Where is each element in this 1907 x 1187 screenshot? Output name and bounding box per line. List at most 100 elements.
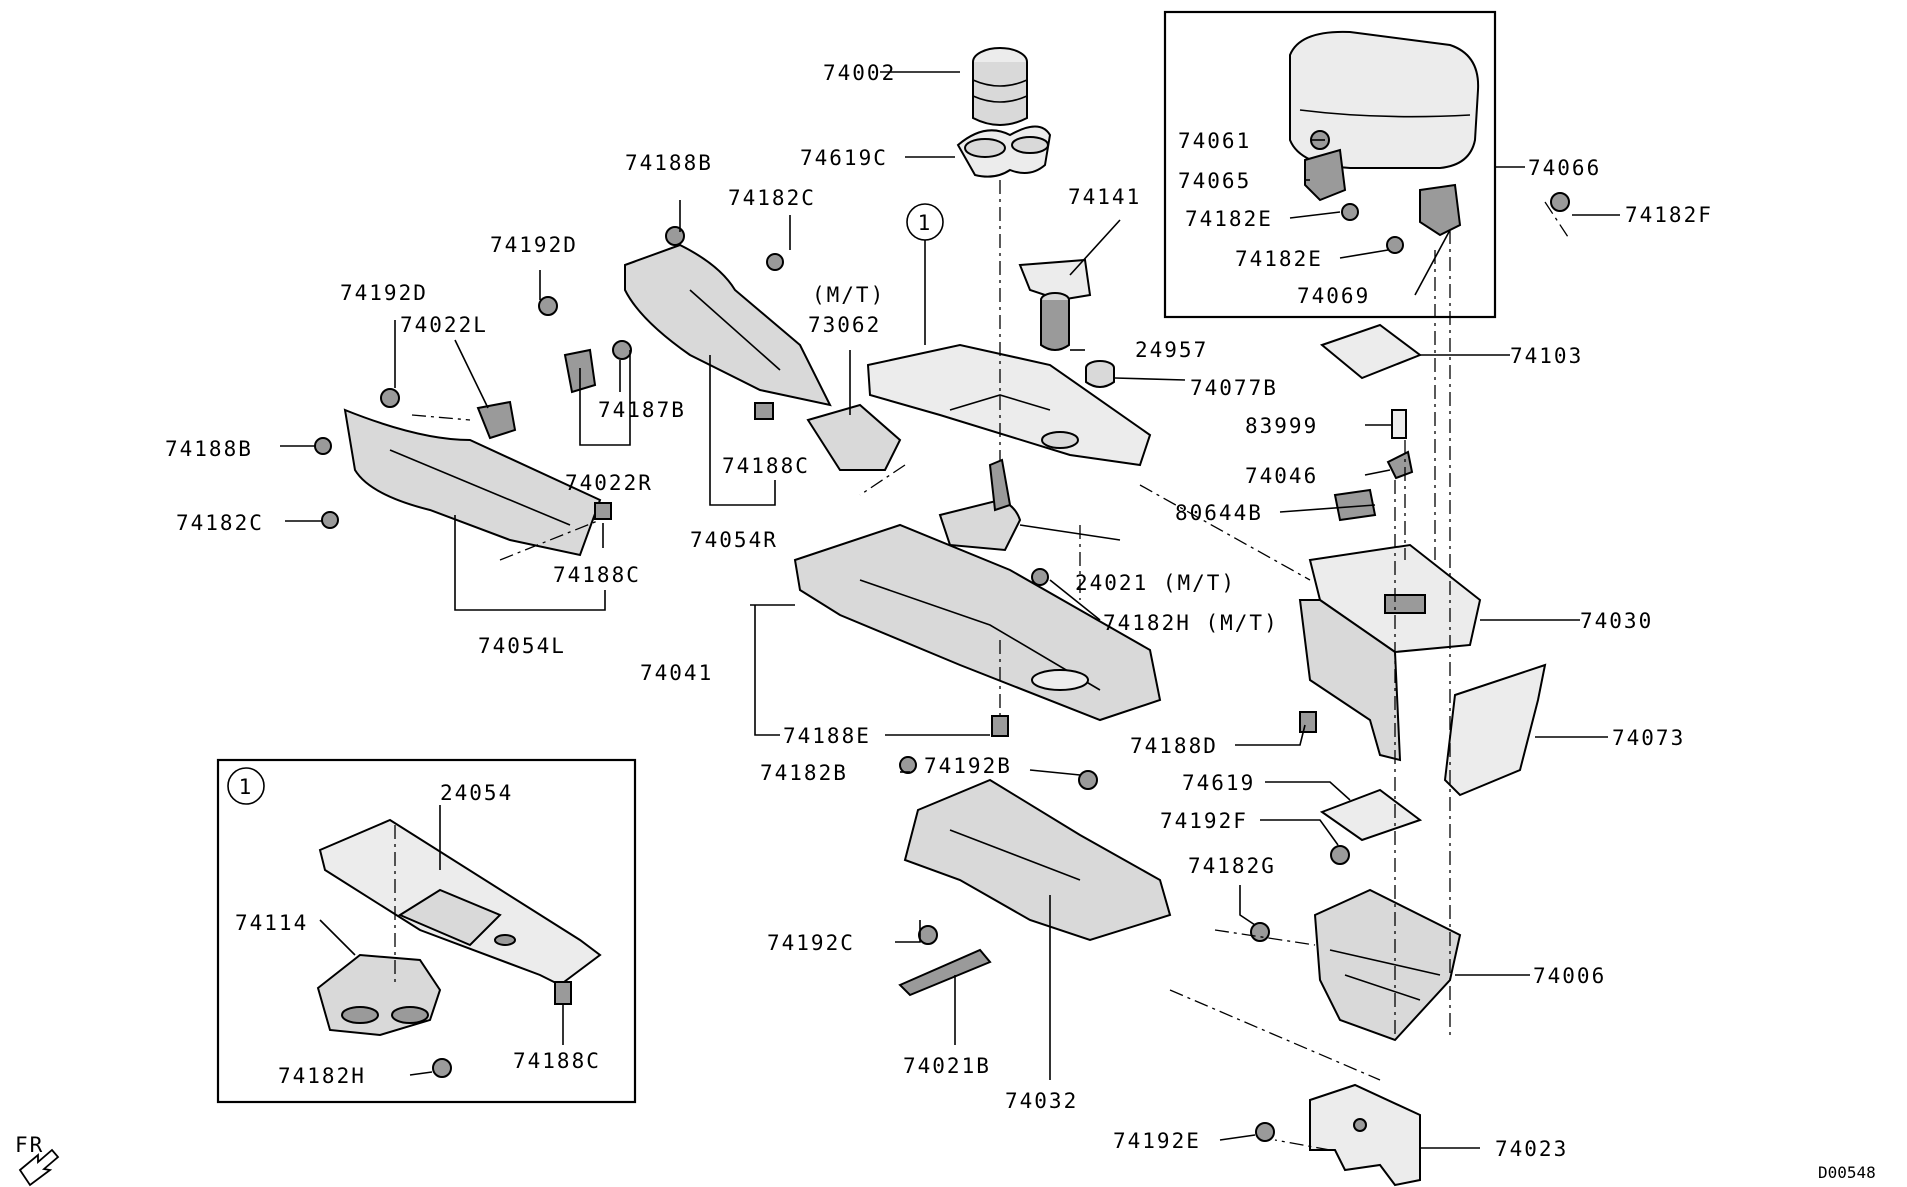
label-74022L: 74022L (400, 313, 488, 337)
screw-74192D-b-shape (538, 296, 558, 316)
label-74182H-mt: 74182H (M/T) (1103, 611, 1279, 635)
cup-holder-shape (956, 125, 1052, 178)
screw-74182C-a-shape (766, 253, 784, 271)
bracket-74022L-shape (476, 400, 517, 440)
label-74192D-left: 74192D (340, 281, 428, 305)
right-side-panel-shape (624, 243, 832, 407)
lower-frame-shape (903, 778, 1172, 942)
label-74188C-inset: 74188C (513, 1049, 601, 1073)
inset-callout-number: 1 (239, 775, 254, 799)
cap-74077B-shape (1085, 360, 1115, 388)
label-74188B-left: 74188B (165, 437, 253, 461)
label-74188D: 74188D (1130, 734, 1218, 758)
side-trim-74141-shape (1018, 258, 1092, 302)
label-74032: 74032 (1005, 1089, 1078, 1113)
label-74192C: 74192C (767, 931, 855, 955)
clip-74188C-b-shape (754, 402, 774, 420)
label-74619C: 74619C (800, 146, 888, 170)
label-74046: 74046 (1245, 464, 1318, 488)
label-74619: 74619 (1182, 771, 1255, 795)
label-74182B: 74182B (760, 761, 848, 785)
label-74103: 74103 (1510, 344, 1583, 368)
screw-74192D-a-shape (380, 388, 400, 408)
label-74114: 74114 (235, 911, 308, 935)
label-74023: 74023 (1495, 1137, 1568, 1161)
clip-74188B-a-shape (665, 226, 685, 246)
label-74182C-left: 74182C (176, 511, 264, 535)
clip-74188D-shape (1299, 711, 1317, 733)
label-74069: 74069 (1297, 284, 1370, 308)
bracket-74023-shape (1309, 1083, 1421, 1187)
label-74022R: 74022R (565, 471, 653, 495)
screw-74182H-shape (432, 1058, 452, 1078)
label-mt-73062: (M/T) (812, 283, 885, 307)
label-74188B-top: 74188B (625, 151, 713, 175)
cupholder-inset-box (216, 758, 637, 1104)
screw-74182B-shape (899, 756, 917, 774)
label-74187B: 74187B (598, 398, 686, 422)
label-74182G: 74182G (1188, 854, 1276, 878)
shift-bezel-shape (806, 403, 902, 471)
storage-tray-shape (1313, 888, 1462, 1042)
clip-74188C-c-shape (554, 981, 572, 1005)
clip-74188B-b-shape (314, 437, 332, 455)
orientation-arrow-icon (18, 1148, 60, 1187)
label-74054R: 74054R (690, 528, 778, 552)
label-74182F: 74182F (1625, 203, 1713, 227)
label-74061: 74061 (1178, 129, 1251, 153)
clip-74046-shape (1386, 450, 1414, 480)
screw-74182F-shape (1550, 192, 1570, 212)
armrest-inset-box (1163, 10, 1497, 319)
label-74192E: 74192E (1113, 1129, 1201, 1153)
label-74002: 74002 (823, 61, 896, 85)
screw-74192B-shape (1078, 770, 1098, 790)
label-74182H: 74182H (278, 1064, 366, 1088)
alignment-lines (394, 180, 1571, 1151)
latch-shape (1304, 148, 1347, 202)
screw-74192F-shape (1330, 845, 1350, 865)
label-74065: 74065 (1178, 169, 1251, 193)
label-74066: 74066 (1528, 156, 1601, 180)
screw-74182G-shape (1250, 922, 1270, 942)
part-labels: 74002 74619C 74188B 74182C 74192D 74192D… (165, 61, 1713, 1161)
pin-83999-shape (1391, 409, 1407, 439)
label-73062: 73062 (808, 313, 881, 337)
label-74021B: 74021B (903, 1054, 991, 1078)
label-74077B: 74077B (1190, 376, 1278, 400)
label-74182C-top: 74182C (728, 186, 816, 210)
screw-74192C-shape (918, 925, 938, 945)
label-83999: 83999 (1245, 414, 1318, 438)
main-console-shape (793, 523, 1162, 722)
label-74188C-left: 74188C (553, 563, 641, 587)
screw-74192E-shape (1255, 1122, 1275, 1142)
leader-lines (280, 71, 1620, 1149)
inset-callout-circle (227, 767, 265, 805)
label-74188C-mid: 74188C (722, 454, 810, 478)
clip-80644B-shape (1333, 488, 1377, 522)
label-74192D-right: 74192D (490, 233, 578, 257)
left-side-panel-shape (343, 408, 602, 557)
clip-74187B-shape (612, 340, 632, 360)
accessory-socket-shape (1040, 292, 1070, 351)
screw-74182E-b-shape (1386, 236, 1404, 254)
label-24054: 24054 (440, 781, 513, 805)
label-74041: 74041 (640, 661, 713, 685)
rear-trim-74073-shape (1443, 663, 1547, 797)
callout-number: 1 (918, 211, 933, 235)
label-24021-mt: 24021 (M/T) (1075, 571, 1236, 595)
cup-holder-74114-shape (316, 953, 442, 1037)
hinge-shape (1419, 183, 1462, 237)
callout-circle (906, 203, 944, 241)
screw-74182C-b-shape (321, 511, 339, 529)
label-74006: 74006 (1533, 964, 1606, 988)
screw-74182E-a-shape (1341, 203, 1359, 221)
label-74192F: 74192F (1160, 809, 1248, 833)
upper-console-panel-shape (866, 343, 1152, 467)
front-orientation-arrow: FR (15, 1133, 60, 1187)
orientation-label: FR (15, 1133, 44, 1157)
screw-74182H-mt-shape (1031, 568, 1049, 586)
label-74182E-upper: 74182E (1185, 207, 1273, 231)
cup-insert-shape (972, 47, 1028, 126)
label-24957: 24957 (1135, 338, 1208, 362)
